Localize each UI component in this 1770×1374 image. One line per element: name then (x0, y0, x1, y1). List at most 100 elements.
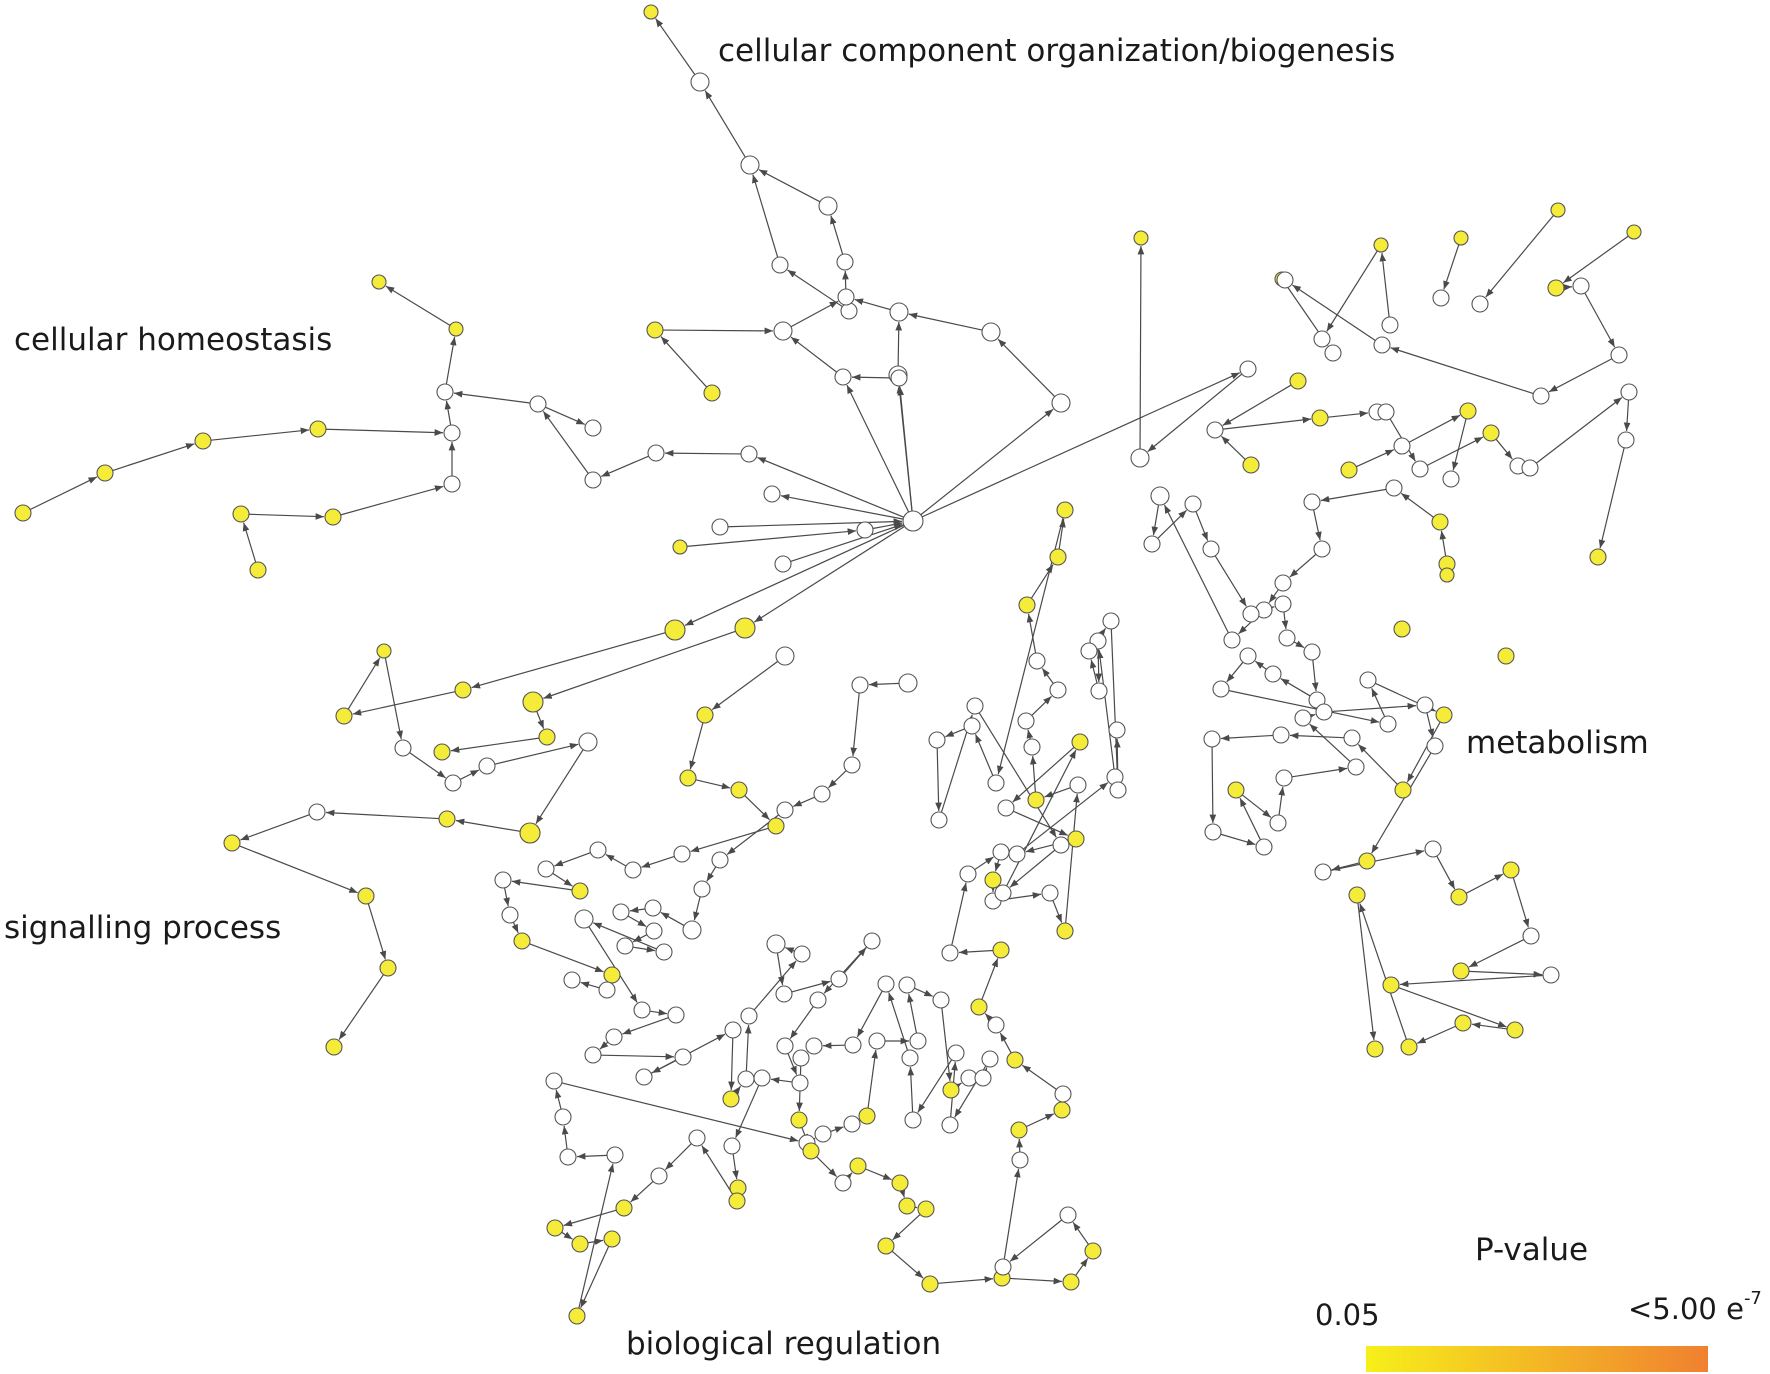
edge-b71-b72 (865, 1168, 892, 1181)
legend-title: P-value (1475, 1232, 1589, 1268)
node-m68 (1255, 838, 1273, 856)
edge-m70-m71 (1278, 786, 1286, 816)
edge-s29-s30 (511, 879, 573, 891)
node-b28 (830, 970, 848, 988)
edge-s11-s12 (455, 818, 521, 832)
significant-node-b56 (942, 1081, 960, 1099)
node-b85 (1054, 1085, 1072, 1103)
edge-b25-b26 (785, 947, 795, 954)
significant-node-m22 (1242, 456, 1260, 474)
significant-node-m80 (1450, 888, 1468, 906)
edge-b64-b65 (856, 990, 883, 1038)
edge-a14-a13 (662, 327, 774, 335)
significant-node-h15 (249, 561, 267, 579)
edge-h19-a18 (727, 518, 903, 528)
significant-node-s14 (223, 834, 241, 852)
edge-m86-m87 (1471, 1021, 1508, 1030)
node-m14 (1432, 289, 1450, 307)
edge-b88-b89 (981, 958, 999, 1000)
significant-node-m63 (1394, 781, 1412, 799)
node-m75 (1416, 696, 1434, 714)
node-m73 (1294, 709, 1312, 727)
edge-m59-m52 (1226, 661, 1244, 683)
significant-node-s18 (664, 619, 686, 641)
node-b92 (992, 843, 1010, 861)
significant-node-m62 (1435, 706, 1453, 724)
node-h19 (711, 518, 729, 536)
significant-node-m83 (1452, 962, 1470, 980)
edge-b80-b81 (1009, 1219, 1063, 1262)
node-b66 (805, 1037, 823, 1055)
significant-node-s15 (357, 887, 375, 905)
significant-node-b41 (571, 1235, 589, 1253)
edge-m19-m12 (1390, 347, 1534, 395)
edge-a18-m8 (921, 372, 1241, 518)
edge-m39-m40 (1163, 504, 1229, 634)
node-m74 (1315, 703, 1333, 721)
significant-node-m1 (1133, 230, 1149, 246)
significant-node-s21 (696, 706, 714, 724)
edge-m83-m84 (1468, 970, 1543, 978)
node-m9 (1276, 271, 1294, 289)
significant-node-b115 (1067, 830, 1085, 848)
edge-h22-a18 (790, 523, 903, 563)
significant-node-b88 (970, 998, 988, 1016)
network-edges (29, 18, 1631, 1309)
edge-m58-m59 (1254, 660, 1267, 670)
edge-b24-b25 (753, 960, 797, 1011)
edge-b89-b90 (958, 948, 994, 956)
significant-node-a14 (646, 321, 664, 339)
edge-m41-m42 (1157, 509, 1187, 539)
edge-h13-h6 (340, 485, 444, 516)
node-m34 (1385, 479, 1403, 497)
edge-s32-s33 (529, 943, 604, 973)
edge-b74-b75 (892, 1213, 921, 1241)
edge-b31-b32 (787, 1053, 798, 1075)
edge-b53-b54 (907, 993, 918, 1034)
significant-node-b40 (546, 1219, 564, 1237)
significant-node-m5 (1453, 230, 1469, 246)
edge-b22-b23 (732, 1085, 742, 1095)
edge-a10-a9 (895, 321, 903, 367)
significant-node-h8 (194, 432, 212, 450)
edge-a18-h17 (757, 456, 904, 518)
edge-b55-b56 (941, 1007, 953, 1082)
legend-color-bar (1366, 1346, 1708, 1372)
edge-b119-b120 (1089, 659, 1098, 684)
node-b108 (928, 731, 946, 749)
node-m61 (1359, 671, 1377, 689)
significant-node-s4 (433, 743, 451, 761)
node-b64 (877, 975, 895, 993)
significant-node-m87 (1454, 1014, 1472, 1032)
edge-b99-b100 (1026, 729, 1034, 740)
node-m64 (1343, 729, 1361, 747)
edge-b76-b77 (937, 1276, 994, 1284)
node-b111 (1052, 836, 1070, 854)
node-s20 (775, 646, 795, 666)
node-a4 (818, 196, 838, 216)
significant-node-b74 (917, 1200, 935, 1218)
edge-m4-m11 (1326, 250, 1378, 332)
edge-b96-b97 (1065, 793, 1080, 924)
node-b37 (688, 1129, 706, 1147)
significant-node-m33 (1431, 513, 1449, 531)
edge-s19-s5 (543, 630, 736, 699)
edge-b16-b17 (622, 1017, 669, 1035)
edge-m44-m33 (1439, 530, 1447, 557)
edge-b65-b66 (822, 1042, 846, 1049)
edge-s18-s3 (471, 632, 666, 689)
edge-b26-b27 (776, 952, 785, 986)
node-b31 (776, 1037, 794, 1055)
edge-m12-m9 (1292, 284, 1376, 342)
node-m47 (1521, 459, 1539, 477)
significant-node-b22 (722, 1090, 740, 1108)
edge-a18-a10 (896, 384, 913, 512)
node-b15 (633, 1001, 651, 1019)
significant-node-b103 (1018, 596, 1036, 614)
node-m35 (1303, 493, 1321, 511)
edge-b100-b101 (1031, 695, 1052, 716)
edge-m22-m21 (1221, 435, 1246, 460)
node-b33 (753, 1069, 771, 1087)
edge-h4-h3 (453, 390, 531, 404)
node-b61 (947, 1044, 965, 1062)
